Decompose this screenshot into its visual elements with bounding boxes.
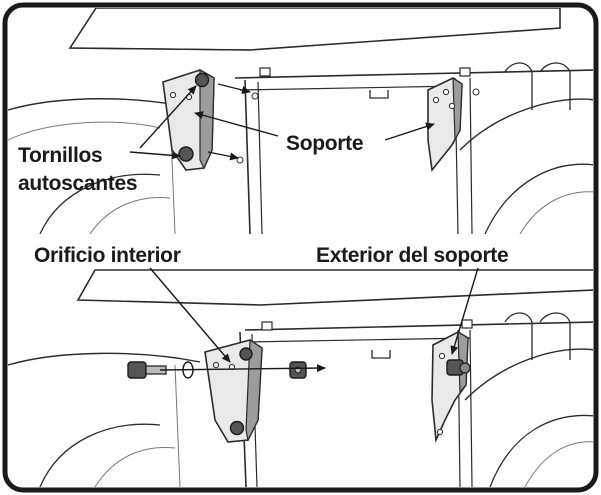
screw-top (194, 72, 210, 88)
seat-panel-edge (69, 47, 251, 51)
left-fender-bottom-curve (39, 423, 161, 487)
label-inner-hole: Orificio interior (34, 244, 181, 267)
label-bracket-outside: Exterior del soporte (316, 244, 508, 267)
left-fender-curve (39, 173, 161, 234)
center-clip-bottom (371, 350, 391, 359)
rear-rail (504, 62, 533, 110)
frame-bar-bottom-inner (247, 337, 471, 343)
frame-bolt-right (459, 67, 471, 77)
left-fender-bottom-top (8, 352, 201, 366)
bottom-panel-drawing (8, 269, 593, 487)
nut-hardware (289, 361, 307, 379)
leader-screws-top (139, 85, 197, 149)
right-fender-bottom-curve (489, 414, 593, 487)
frame-bar-top-inner (239, 85, 461, 91)
frame-hole-top (251, 92, 259, 100)
leader-inner-hole (149, 267, 231, 363)
frame-bar-top (234, 69, 593, 79)
bracket-right-bottom (431, 330, 471, 444)
frame-bolt-bottom-left (261, 321, 273, 331)
frame-bolt-left (259, 67, 271, 77)
arrow-screw-top-to-frame (217, 83, 251, 94)
top-panel-drawing (8, 8, 593, 234)
frame-bolt-bottom-right (461, 319, 473, 329)
bracket-left-top (162, 68, 215, 171)
left-fender-bottom-curve-2 (94, 446, 176, 487)
right-fender-bottom-curve-2 (524, 441, 593, 487)
leader-bracket-left (194, 111, 279, 137)
screw-bottom (178, 146, 194, 162)
seat-panel-bottom (76, 269, 593, 306)
right-fender-curve (484, 163, 593, 234)
left-fender-line (8, 121, 161, 141)
rear-rail-2 (539, 62, 571, 110)
leader-screws-bottom (129, 151, 181, 160)
bracket-left-bottom (204, 338, 263, 443)
label-screws-line2: autoscantes (18, 172, 137, 195)
leader-bracket-outside (450, 267, 479, 355)
right-fender-top (459, 98, 593, 151)
right-fender-curve-2 (519, 191, 593, 234)
bolt-head (127, 361, 147, 379)
arrow-screw-bottom-to-frame (207, 151, 239, 161)
left-fender-bottom-edge (174, 364, 181, 487)
center-clip (369, 90, 389, 99)
right-post-inner (469, 77, 473, 234)
left-fender-curve-2 (89, 196, 171, 234)
bracket-right-top (427, 76, 463, 172)
frame-hole-right (472, 88, 480, 96)
label-screws-line1: Tornillos (18, 144, 102, 167)
label-bracket: Soporte (286, 132, 363, 155)
rear-rail-bottom-2 (539, 312, 571, 360)
leader-bracket-right (384, 122, 435, 141)
left-post-outer (244, 79, 251, 234)
left-post-inner (257, 81, 263, 234)
frame-bar-bottom (244, 321, 593, 331)
rear-rail-bottom (504, 312, 533, 360)
assembly-axis-arrow (159, 364, 326, 373)
right-post-bottom-inner (469, 329, 473, 487)
